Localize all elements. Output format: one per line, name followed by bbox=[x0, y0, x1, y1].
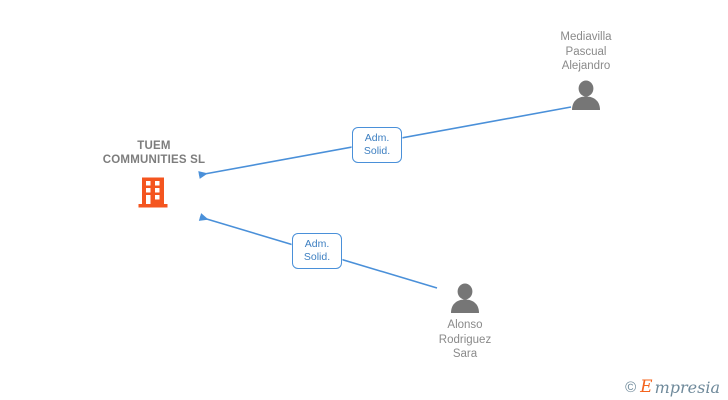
brand-initial: E bbox=[640, 377, 653, 397]
company-node[interactable]: TUEM COMMUNITIES SL bbox=[84, 140, 224, 209]
company-name-label: TUEM COMMUNITIES SL bbox=[102, 140, 206, 166]
relation-label-bottom[interactable]: Adm. Solid. bbox=[292, 233, 342, 269]
copyright-icon: © bbox=[625, 379, 637, 396]
building-icon[interactable] bbox=[137, 176, 171, 209]
person-icon[interactable] bbox=[569, 80, 603, 110]
relation-label-top[interactable]: Adm. Solid. bbox=[352, 127, 402, 163]
person-name-label: Mediavilla Pascual Alejandro bbox=[560, 31, 612, 72]
watermark: © E mpresia bbox=[625, 379, 720, 396]
person-node-top[interactable]: Mediavilla Pascual Alejandro bbox=[521, 30, 651, 110]
person-name-label: Alonso Rodriguez Sara bbox=[438, 319, 492, 360]
brand-name: mpresia bbox=[654, 377, 720, 397]
person-node-bottom[interactable]: Alonso Rodriguez Sara bbox=[400, 283, 530, 362]
person-icon[interactable] bbox=[448, 283, 482, 313]
